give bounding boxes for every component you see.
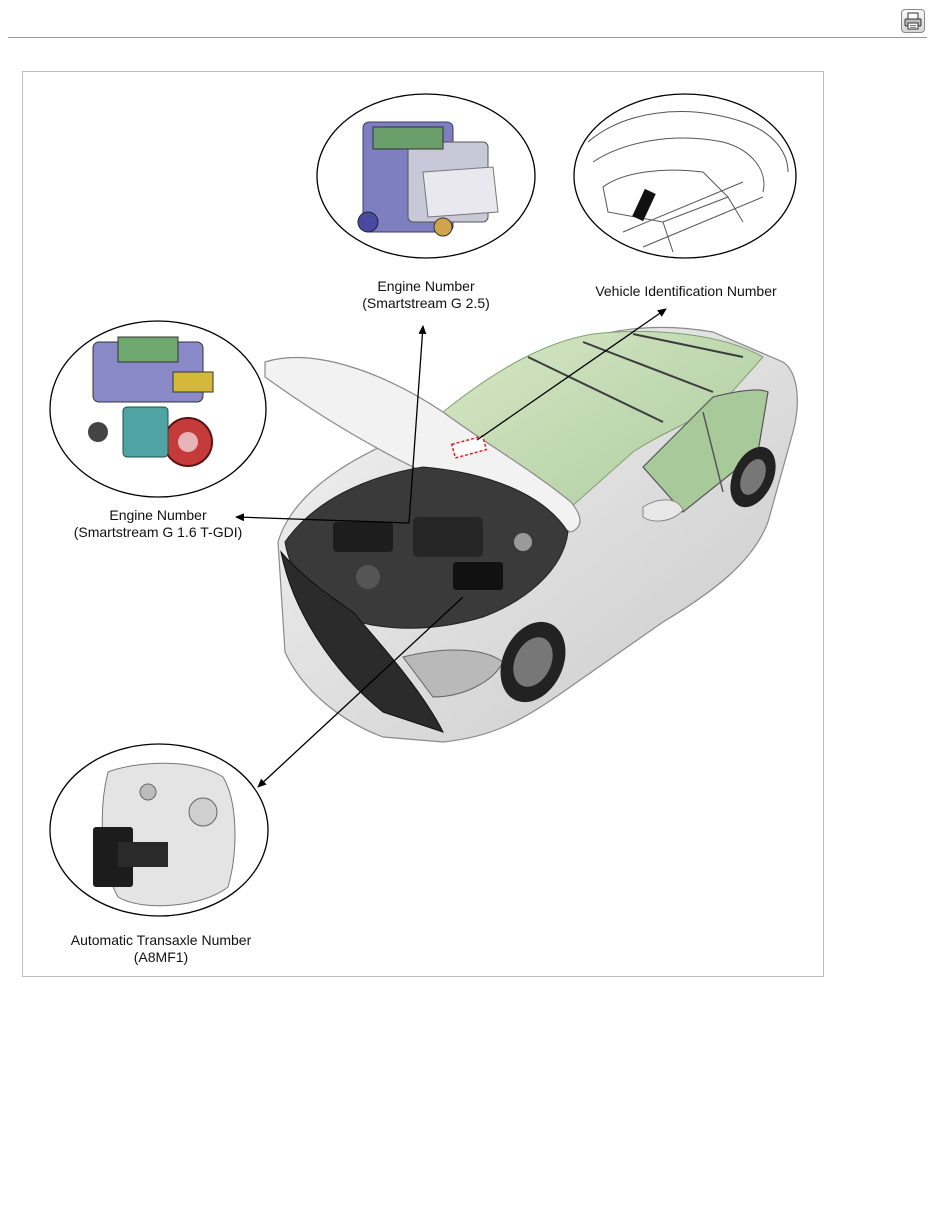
engine-g25-title: Engine Number	[377, 278, 475, 294]
pointer-arrows	[235, 308, 667, 788]
header-bar	[0, 0, 935, 40]
arrow-transaxle	[257, 596, 464, 788]
arrow-engine-g16	[235, 513, 410, 524]
vehicle-illustration	[264, 326, 798, 743]
engine-g16-title: Engine Number	[109, 507, 207, 523]
print-button[interactable]	[901, 9, 925, 33]
engine-g25-label: Engine Number (Smartstream G 2.5)	[356, 278, 496, 312]
transaxle-title: Automatic Transaxle Number	[70, 932, 252, 948]
printer-icon	[904, 12, 922, 30]
arrow-engine-g25	[408, 325, 427, 524]
vin-label: Vehicle Identification Number	[576, 283, 796, 300]
engine-g16-subtitle: (Smartstream G 1.6 T-GDI)	[73, 524, 243, 540]
transaxle-label: Automatic Transaxle Number (A8MF1)	[56, 932, 266, 966]
transaxle-callout	[49, 743, 269, 917]
vin-callout	[573, 93, 797, 259]
arrow-vin	[476, 308, 667, 441]
identification-diagram: Engine Number (Smartstream G 2.5) Vehicl…	[22, 71, 824, 977]
transaxle-subtitle: (A8MF1)	[133, 949, 189, 965]
header-divider	[8, 37, 927, 38]
engine-g25-callout	[316, 93, 536, 259]
engine-g16-callout	[49, 320, 267, 498]
vin-plate-marker	[450, 435, 488, 459]
vin-title: Vehicle Identification Number	[595, 283, 777, 299]
engine-g25-subtitle: (Smartstream G 2.5)	[362, 295, 490, 311]
engine-g16-label: Engine Number (Smartstream G 1.6 T-GDI)	[63, 507, 253, 541]
